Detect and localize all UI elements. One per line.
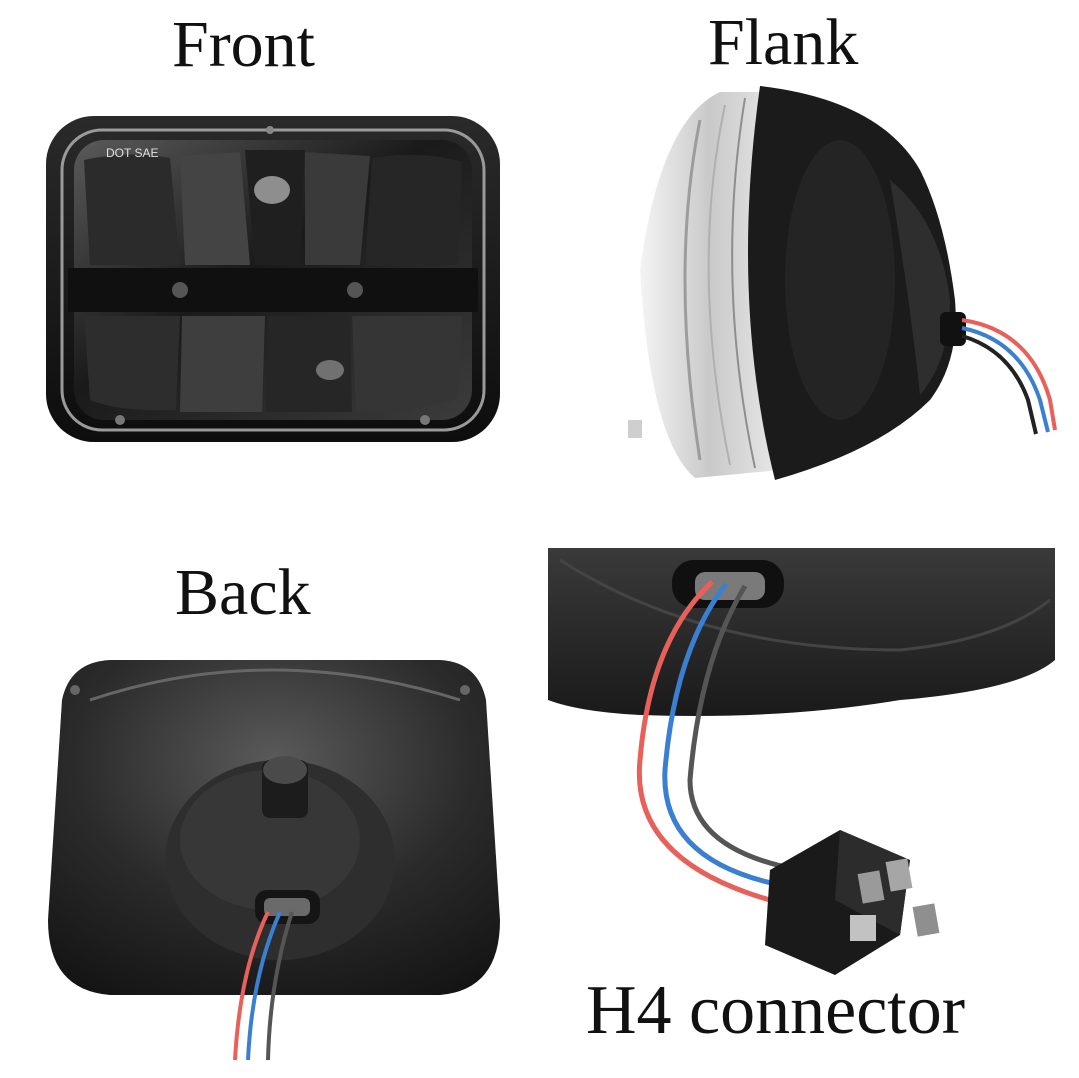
h4-connector-closeup [548,548,1055,975]
label-flank: Flank [708,6,859,79]
label-back: Back [175,556,311,629]
front-view-headlight: DOT SAE [46,116,500,442]
front-lens-markings: DOT SAE [106,146,158,160]
flank-view-headlight [628,86,1057,480]
label-front: Front [172,8,316,81]
h4-plug [765,830,940,975]
back-view-headlight [48,660,500,1061]
label-h4-connector: H4 connector [586,972,966,1049]
